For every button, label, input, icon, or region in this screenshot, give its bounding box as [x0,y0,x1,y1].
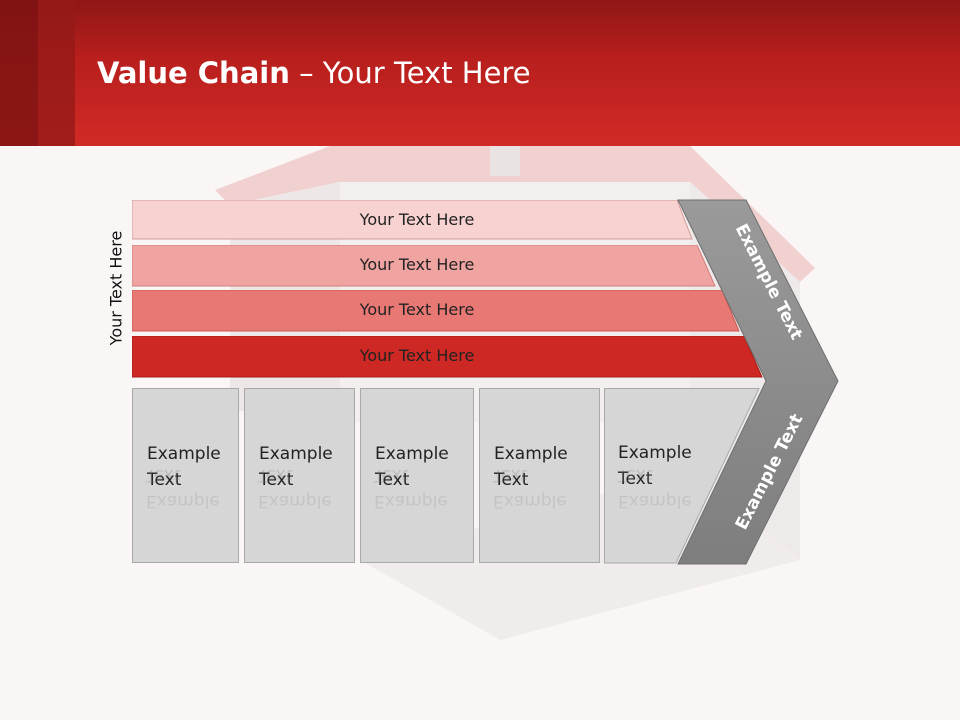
band-label: Your Text Here [359,209,475,229]
header-accent-bar [38,0,75,146]
box-label: Example Text [259,444,333,490]
reflection-label: Example Text [146,465,220,511]
reflection-label: Example Text [374,465,448,511]
side-label: Your Text Here [106,230,126,346]
band-label: Your Text Here [359,299,475,319]
band-label: Your Text Here [359,345,475,365]
reflection: Example Text [132,446,239,566]
reflection-label: Example Text [258,465,332,511]
example-box-1: Example Text [132,388,239,563]
page-title: Value Chain – Your Text Here [97,56,531,90]
reflection: Example Text [360,446,474,566]
box-label: Example Text [375,444,449,490]
chevron-arrow [677,199,839,565]
example-box-3: Example Text [360,388,474,563]
header-banner: Value Chain – Your Text Here [0,0,960,146]
box-label: Example Text [494,444,568,490]
box-label: Example Text [618,443,692,489]
title-bold: Value Chain [97,56,290,90]
reflection-label: Example Text [493,465,567,511]
example-box-5 [604,388,760,564]
title-rest: – Your Text Here [289,56,531,90]
reflection: Example Text [244,446,355,566]
box-label: Example Text [147,444,221,490]
example-box-2: Example Text [244,388,355,563]
example-box-4: Example Text [479,388,600,563]
header-accent-bar [0,0,38,146]
band-label: Your Text Here [359,254,475,274]
reflection: Example Text [479,446,600,566]
